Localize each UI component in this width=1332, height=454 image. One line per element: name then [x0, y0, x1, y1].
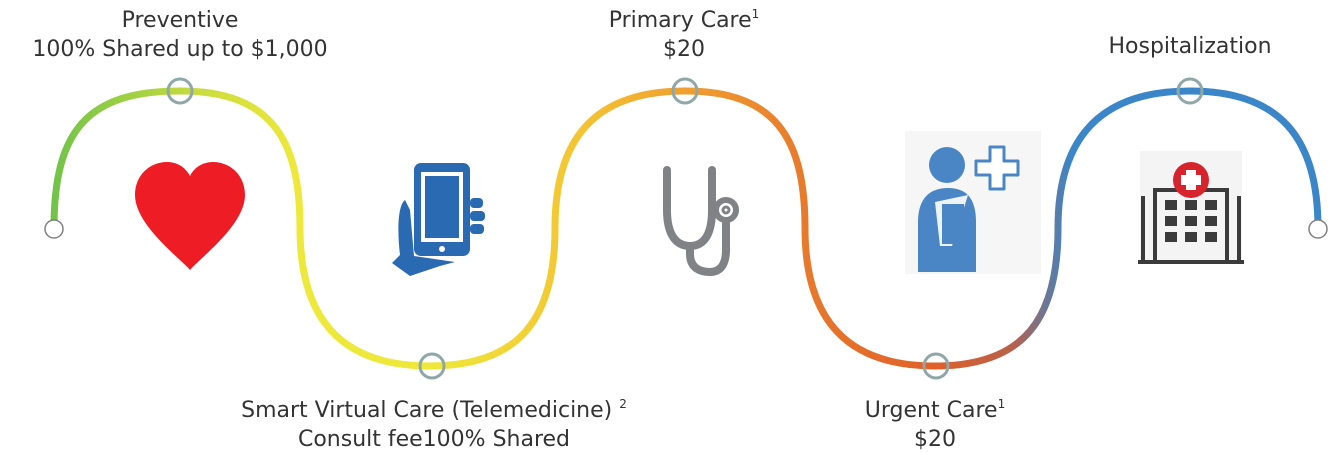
- stage-detail-telemedicine: Consult fee100% Shared: [297, 427, 571, 452]
- stage-title-preventive: Preventive: [121, 8, 239, 33]
- stage-title-row-telemedicine: Smart Virtual Care (Telemedicine) 2: [241, 396, 627, 425]
- path-start-node: [44, 219, 64, 239]
- stage-title-hospitalization: Hospitalization: [1108, 34, 1272, 59]
- node-urgent-care: [922, 352, 950, 380]
- tablet-in-hand-icon: [392, 163, 485, 276]
- path-segment-preventive-to-telemedicine: [50, 87, 434, 370]
- stage-title-urgent-care: Urgent Care: [864, 398, 998, 423]
- stethoscope-icon: [663, 166, 739, 277]
- stage-title-telemedicine: Smart Virtual Care (Telemedicine): [241, 398, 613, 423]
- stage-title-row-primary-care: Primary Care1: [609, 6, 760, 35]
- stage-detail-urgent-care: $20: [914, 427, 956, 452]
- stage-title-primary-care: Primary Care: [608, 8, 752, 33]
- hospital-icon: [1138, 151, 1244, 264]
- stage-label-preventive: Preventive 100% Shared up to $1,000: [32, 6, 327, 64]
- node-primary-care: [671, 77, 699, 105]
- node-preventive: [166, 77, 194, 105]
- footnote-marker-telemedicine: 2: [619, 397, 627, 411]
- stage-label-telemedicine: Smart Virtual Care (Telemedicine) 2 Cons…: [241, 396, 627, 454]
- journey-path: [50, 87, 1322, 370]
- footnote-marker-primary-care: 1: [751, 7, 760, 21]
- path-segment-urgent-to-hospitalization: [931, 87, 1322, 370]
- stage-label-hospitalization: Hospitalization: [1108, 32, 1271, 61]
- stage-detail-preventive: 100% Shared up to $1,000: [32, 37, 328, 62]
- path-end-node: [1308, 219, 1328, 239]
- footnote-marker-urgent-care: 1: [997, 397, 1006, 411]
- injured-person-icon: [905, 131, 1041, 274]
- stage-label-primary-care: Primary Care1 $20: [609, 6, 760, 64]
- node-hospitalization: [1176, 77, 1204, 105]
- stage-detail-primary-care: $20: [663, 37, 705, 62]
- node-telemedicine: [418, 352, 446, 380]
- stage-title-row-urgent-care: Urgent Care1: [865, 396, 1005, 425]
- heart-icon: [135, 162, 245, 270]
- path-segment-telemedicine-to-urgent: [426, 87, 939, 370]
- stage-label-urgent-care: Urgent Care1 $20: [865, 396, 1005, 454]
